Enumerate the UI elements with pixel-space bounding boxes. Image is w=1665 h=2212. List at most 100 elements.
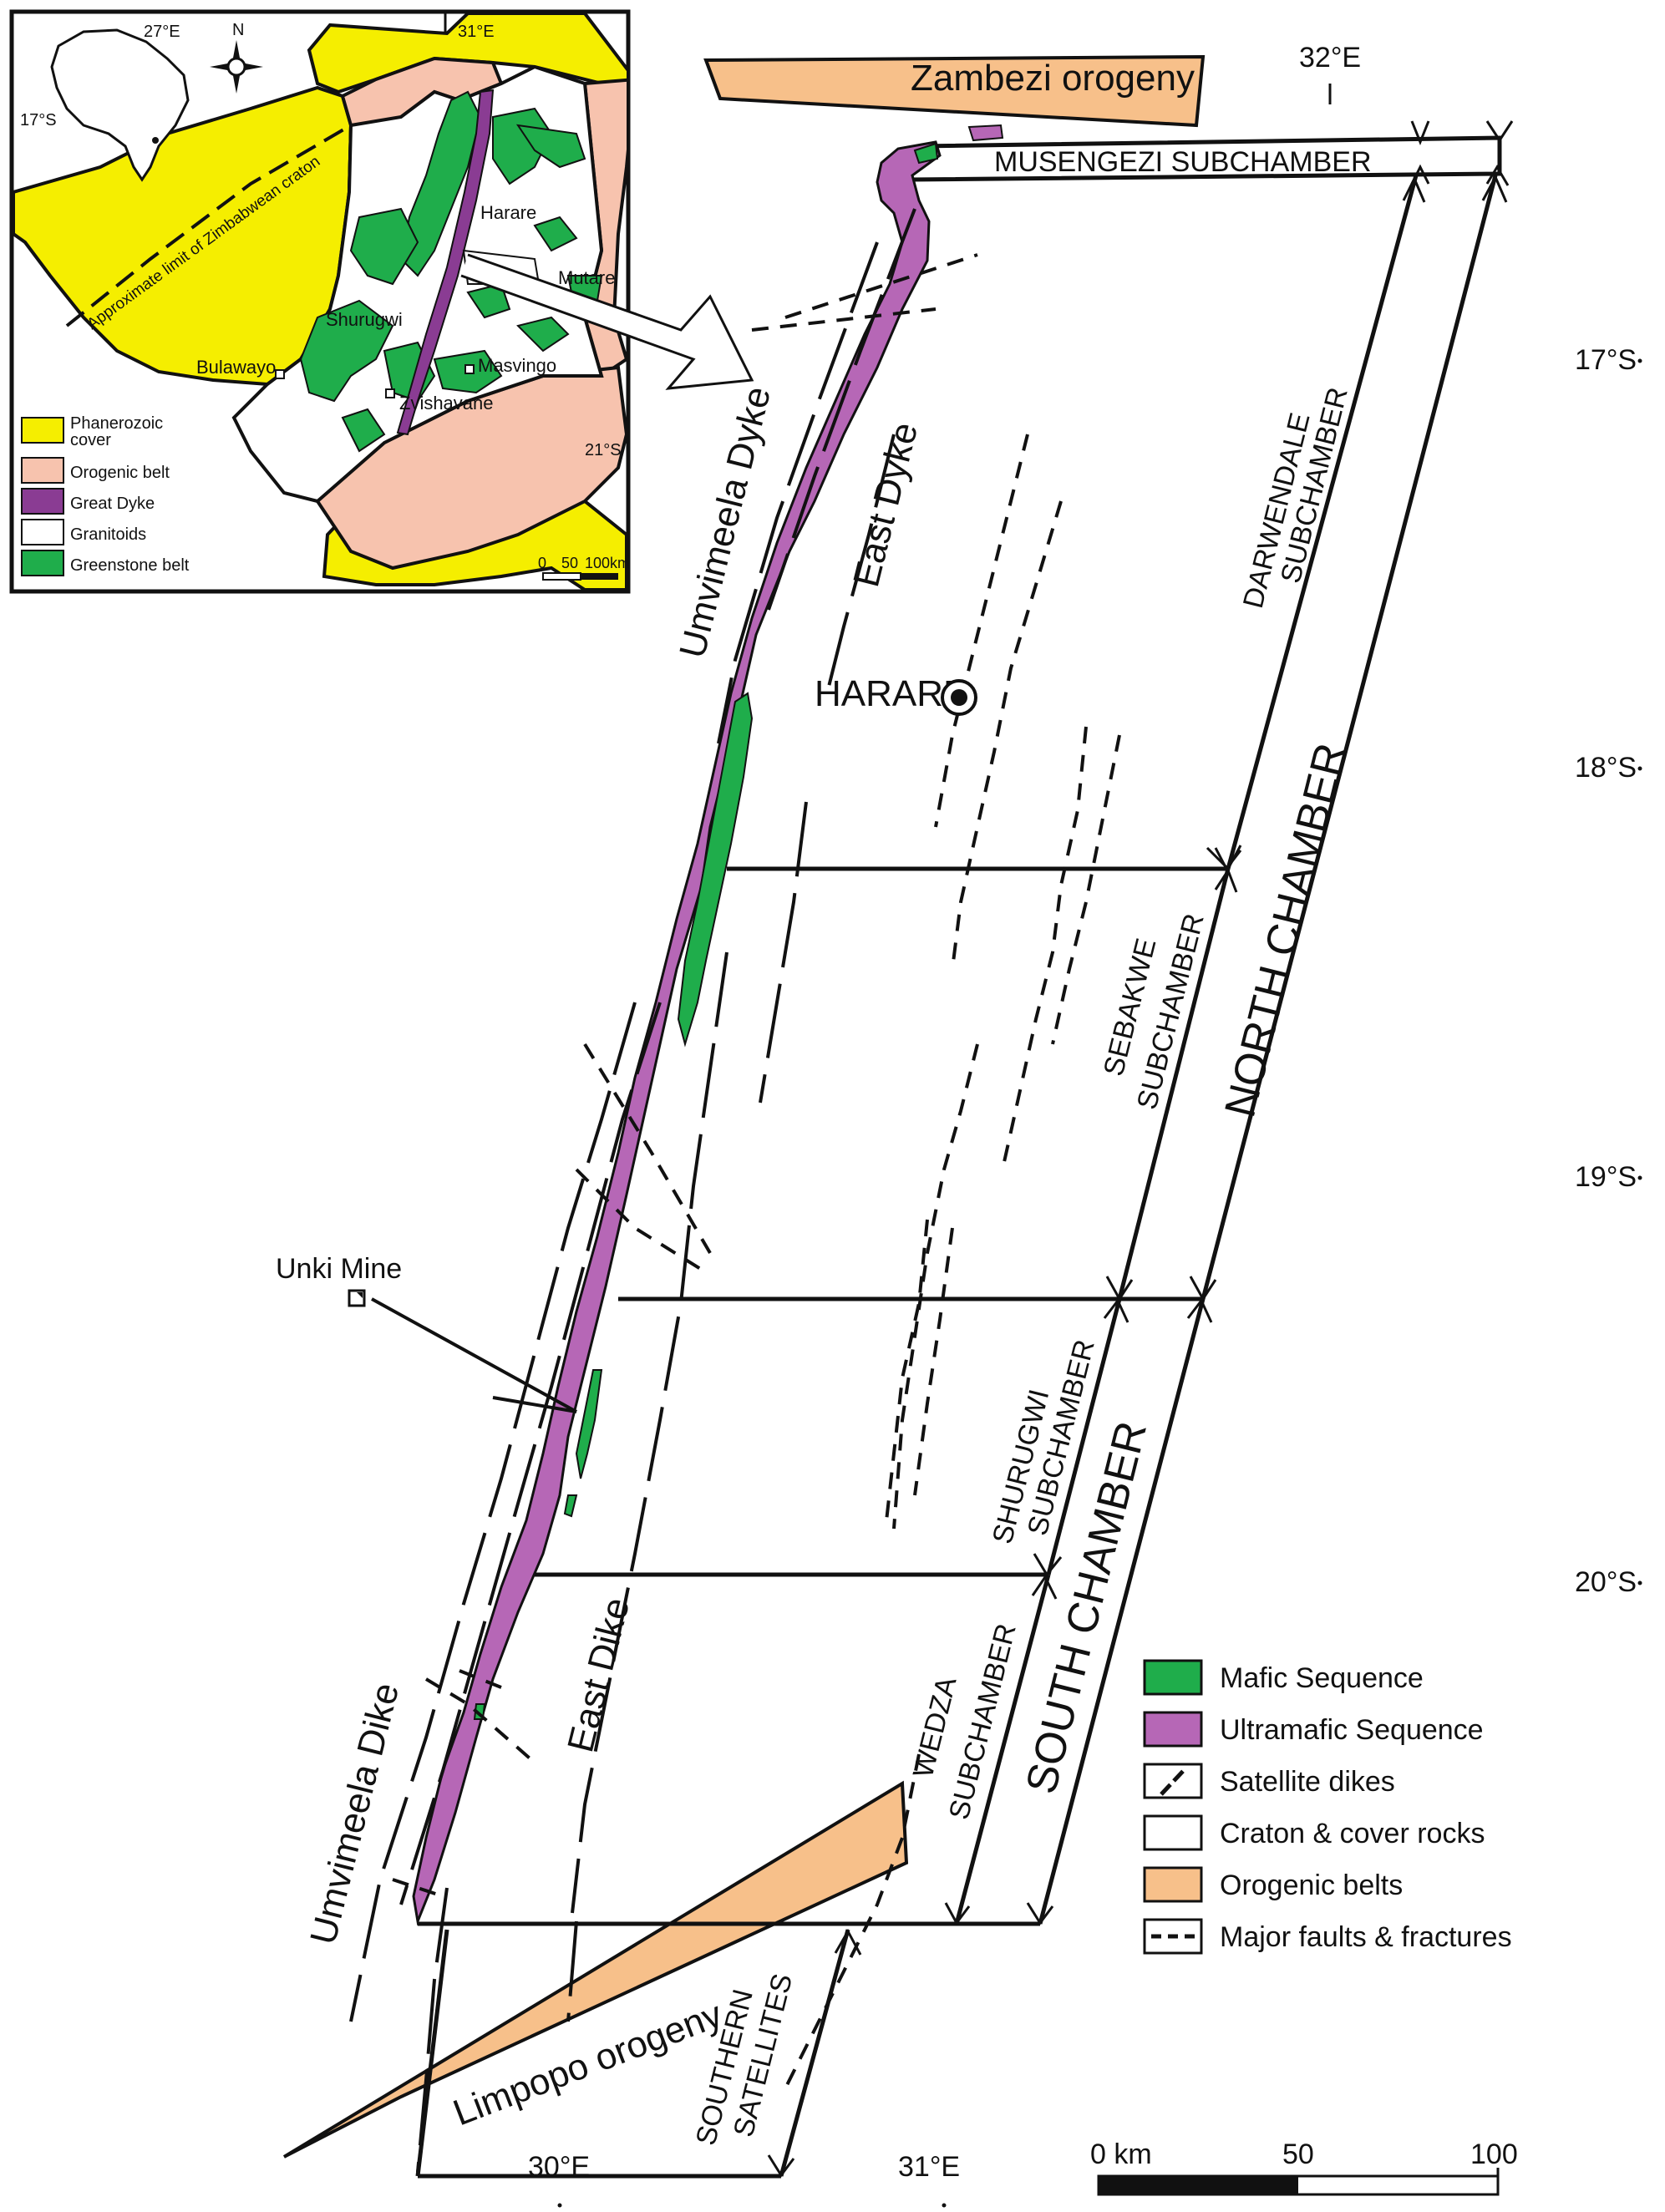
inset-scale-50: 50 xyxy=(561,555,578,571)
north-chamber-label: NORTH CHAMBER xyxy=(1216,738,1355,1122)
inset-pointer-arrow xyxy=(460,253,754,390)
legend-label-fault: Major faults & fractures xyxy=(1220,1921,1512,1953)
inset-city-markers xyxy=(275,364,475,398)
inset-city-zvishavane: Zvishavane xyxy=(399,393,494,413)
inset-lat-17: 17°S xyxy=(20,111,57,129)
east-dyke-line xyxy=(825,434,896,694)
inset-scale-100: 100km xyxy=(585,555,630,571)
inset-africa-marker xyxy=(152,137,159,144)
coord-lat-19-tick xyxy=(1637,1175,1642,1180)
arrow-sebakwe xyxy=(1117,868,1231,1300)
coord-lat-17-tick xyxy=(1637,358,1642,363)
legend-swatch-craton xyxy=(1143,1814,1203,1851)
legend-dike-line xyxy=(1160,1766,1188,1796)
arrow-southern-satellites xyxy=(779,1929,850,2177)
inset-lon-31: 31°E xyxy=(458,23,495,41)
major-faults xyxy=(392,253,1121,2089)
compass-n-label: N xyxy=(232,21,244,39)
limpopo-orogeny-belt xyxy=(282,1780,909,2159)
arrow-darwendale xyxy=(1226,175,1419,870)
umvimeela-south-line-2 xyxy=(349,1002,637,2022)
arrow-shurugwi xyxy=(1046,1298,1122,1575)
inset-phanerozoic-north xyxy=(307,13,627,94)
mafic-body-sebakwe-2 xyxy=(563,1494,578,1518)
arrow-south-chamber xyxy=(1038,1298,1206,1925)
musengezi-box xyxy=(910,135,1502,182)
inset-legend-swatch-0 xyxy=(21,417,64,444)
chamber-lines xyxy=(415,175,1498,2179)
arrow-heads xyxy=(767,174,1508,2178)
legend-swatch-ultramafic xyxy=(1143,1711,1203,1748)
coord-lon-30: 30°E xyxy=(528,2151,590,2183)
legend-label-mafic: Mafic Sequence xyxy=(1220,1662,1424,1694)
inset-city-bulawayo: Bulawayo xyxy=(196,357,276,378)
zambezi-label: Zambezi orogeny xyxy=(911,58,1195,99)
coord-lon-30-tick xyxy=(557,2203,562,2208)
unki-mine-leader-2 xyxy=(492,1396,577,1413)
inset-legend: Phanerozoic cover Orogenic belt Great Dy… xyxy=(21,414,190,576)
inset-legend-label-2: Great Dyke xyxy=(70,495,155,513)
unki-mine-icon-fill xyxy=(357,1292,363,1298)
inset-legend-swatch-3 xyxy=(21,519,64,545)
scale-100: 100 xyxy=(1470,2138,1518,2170)
coord-lat-18: 18°S xyxy=(1575,752,1637,784)
mafic-body-darwendale xyxy=(677,692,754,1048)
coord-lat-19: 19°S xyxy=(1575,1161,1637,1193)
coord-lon-31-tick xyxy=(942,2203,947,2208)
legend-label-ultramafic: Ultramafic Sequence xyxy=(1220,1714,1484,1746)
inset-city-harare: Harare xyxy=(480,202,536,223)
umvimeela-south-line xyxy=(399,1002,662,1905)
inset-legend-label-0b: cover xyxy=(70,431,111,449)
great-dyke-ultramafic xyxy=(412,140,942,1926)
main-legend: Mafic Sequence Ultramafic Sequence Satel… xyxy=(1143,1659,1512,1955)
musengezi-label: MUSENGEZI SUBCHAMBER xyxy=(994,146,1372,178)
inset-lon-27: 27°E xyxy=(144,23,180,41)
inset-legend-label-0a: Phanerozoic xyxy=(70,414,163,433)
inset-scale-0: 0 xyxy=(538,555,546,571)
mafic-body-sebakwe xyxy=(575,1369,603,1479)
main-scale-bar: 0 km 50 100 xyxy=(1090,2138,1518,2196)
coord-lat-18-tick xyxy=(1637,766,1642,771)
inset-city-masvingo: Masvingo xyxy=(478,355,556,376)
southern-box-left xyxy=(415,1929,449,2177)
inset-legend-label-3: Granitoids xyxy=(70,525,146,544)
umvimeela-dike-label: Umvimeela Dike xyxy=(302,1679,407,1949)
inset-lat-21: 21°S xyxy=(585,441,622,459)
wedza-label-1: WEDZA xyxy=(907,1673,963,1781)
musengezi-arrow-right xyxy=(1485,120,1514,186)
zambezi-orogeny-belt xyxy=(703,54,1206,128)
musengezi-mafic xyxy=(913,142,939,165)
compass-icon xyxy=(210,40,263,94)
east-dike-label: East Dike xyxy=(560,1594,637,1757)
southern-dike-line-2 xyxy=(566,1920,578,2022)
east-dyke-label: East Dyke xyxy=(845,419,926,591)
unki-mine-leader xyxy=(371,1297,577,1413)
inset-legend-swatch-1 xyxy=(21,457,64,484)
inset-scale-bar: 0 50 100km xyxy=(538,555,630,581)
legend-label-craton: Craton & cover rocks xyxy=(1220,1818,1485,1849)
inset-city-shurugwi: Shurugwi xyxy=(326,309,403,330)
inset-greenstone xyxy=(299,90,603,453)
legend-swatch-mafic xyxy=(1143,1659,1203,1696)
inset-city-mutare: Mutare xyxy=(558,267,615,288)
arrow-north-chamber xyxy=(1201,175,1498,1300)
inset-craton-limit-line xyxy=(65,124,353,327)
coord-lat-20: 20°S xyxy=(1575,1566,1637,1598)
coord-lat-20-tick xyxy=(1637,1580,1642,1585)
inset-legend-label-1: Orogenic belt xyxy=(70,464,170,482)
coord-lon-32: 32°E xyxy=(1299,42,1361,74)
inset-legend-swatch-4 xyxy=(21,550,64,576)
east-dike-line-2 xyxy=(759,801,808,1103)
legend-swatch-dike xyxy=(1143,1763,1203,1799)
east-dike-line xyxy=(571,951,728,1914)
umvimeela-dyke-line xyxy=(717,241,879,744)
unki-mine-label: Unki Mine xyxy=(276,1253,402,1285)
coord-lon-31: 31°E xyxy=(898,2151,960,2183)
legend-label-dike: Satellite dikes xyxy=(1220,1766,1395,1798)
scale-0km: 0 km xyxy=(1090,2138,1152,2170)
inset-great-dyke xyxy=(396,89,495,436)
scale-50: 50 xyxy=(1282,2138,1314,2170)
legend-label-orogenic: Orogenic belts xyxy=(1220,1870,1403,1901)
arrow-wedza xyxy=(954,1574,1051,1925)
